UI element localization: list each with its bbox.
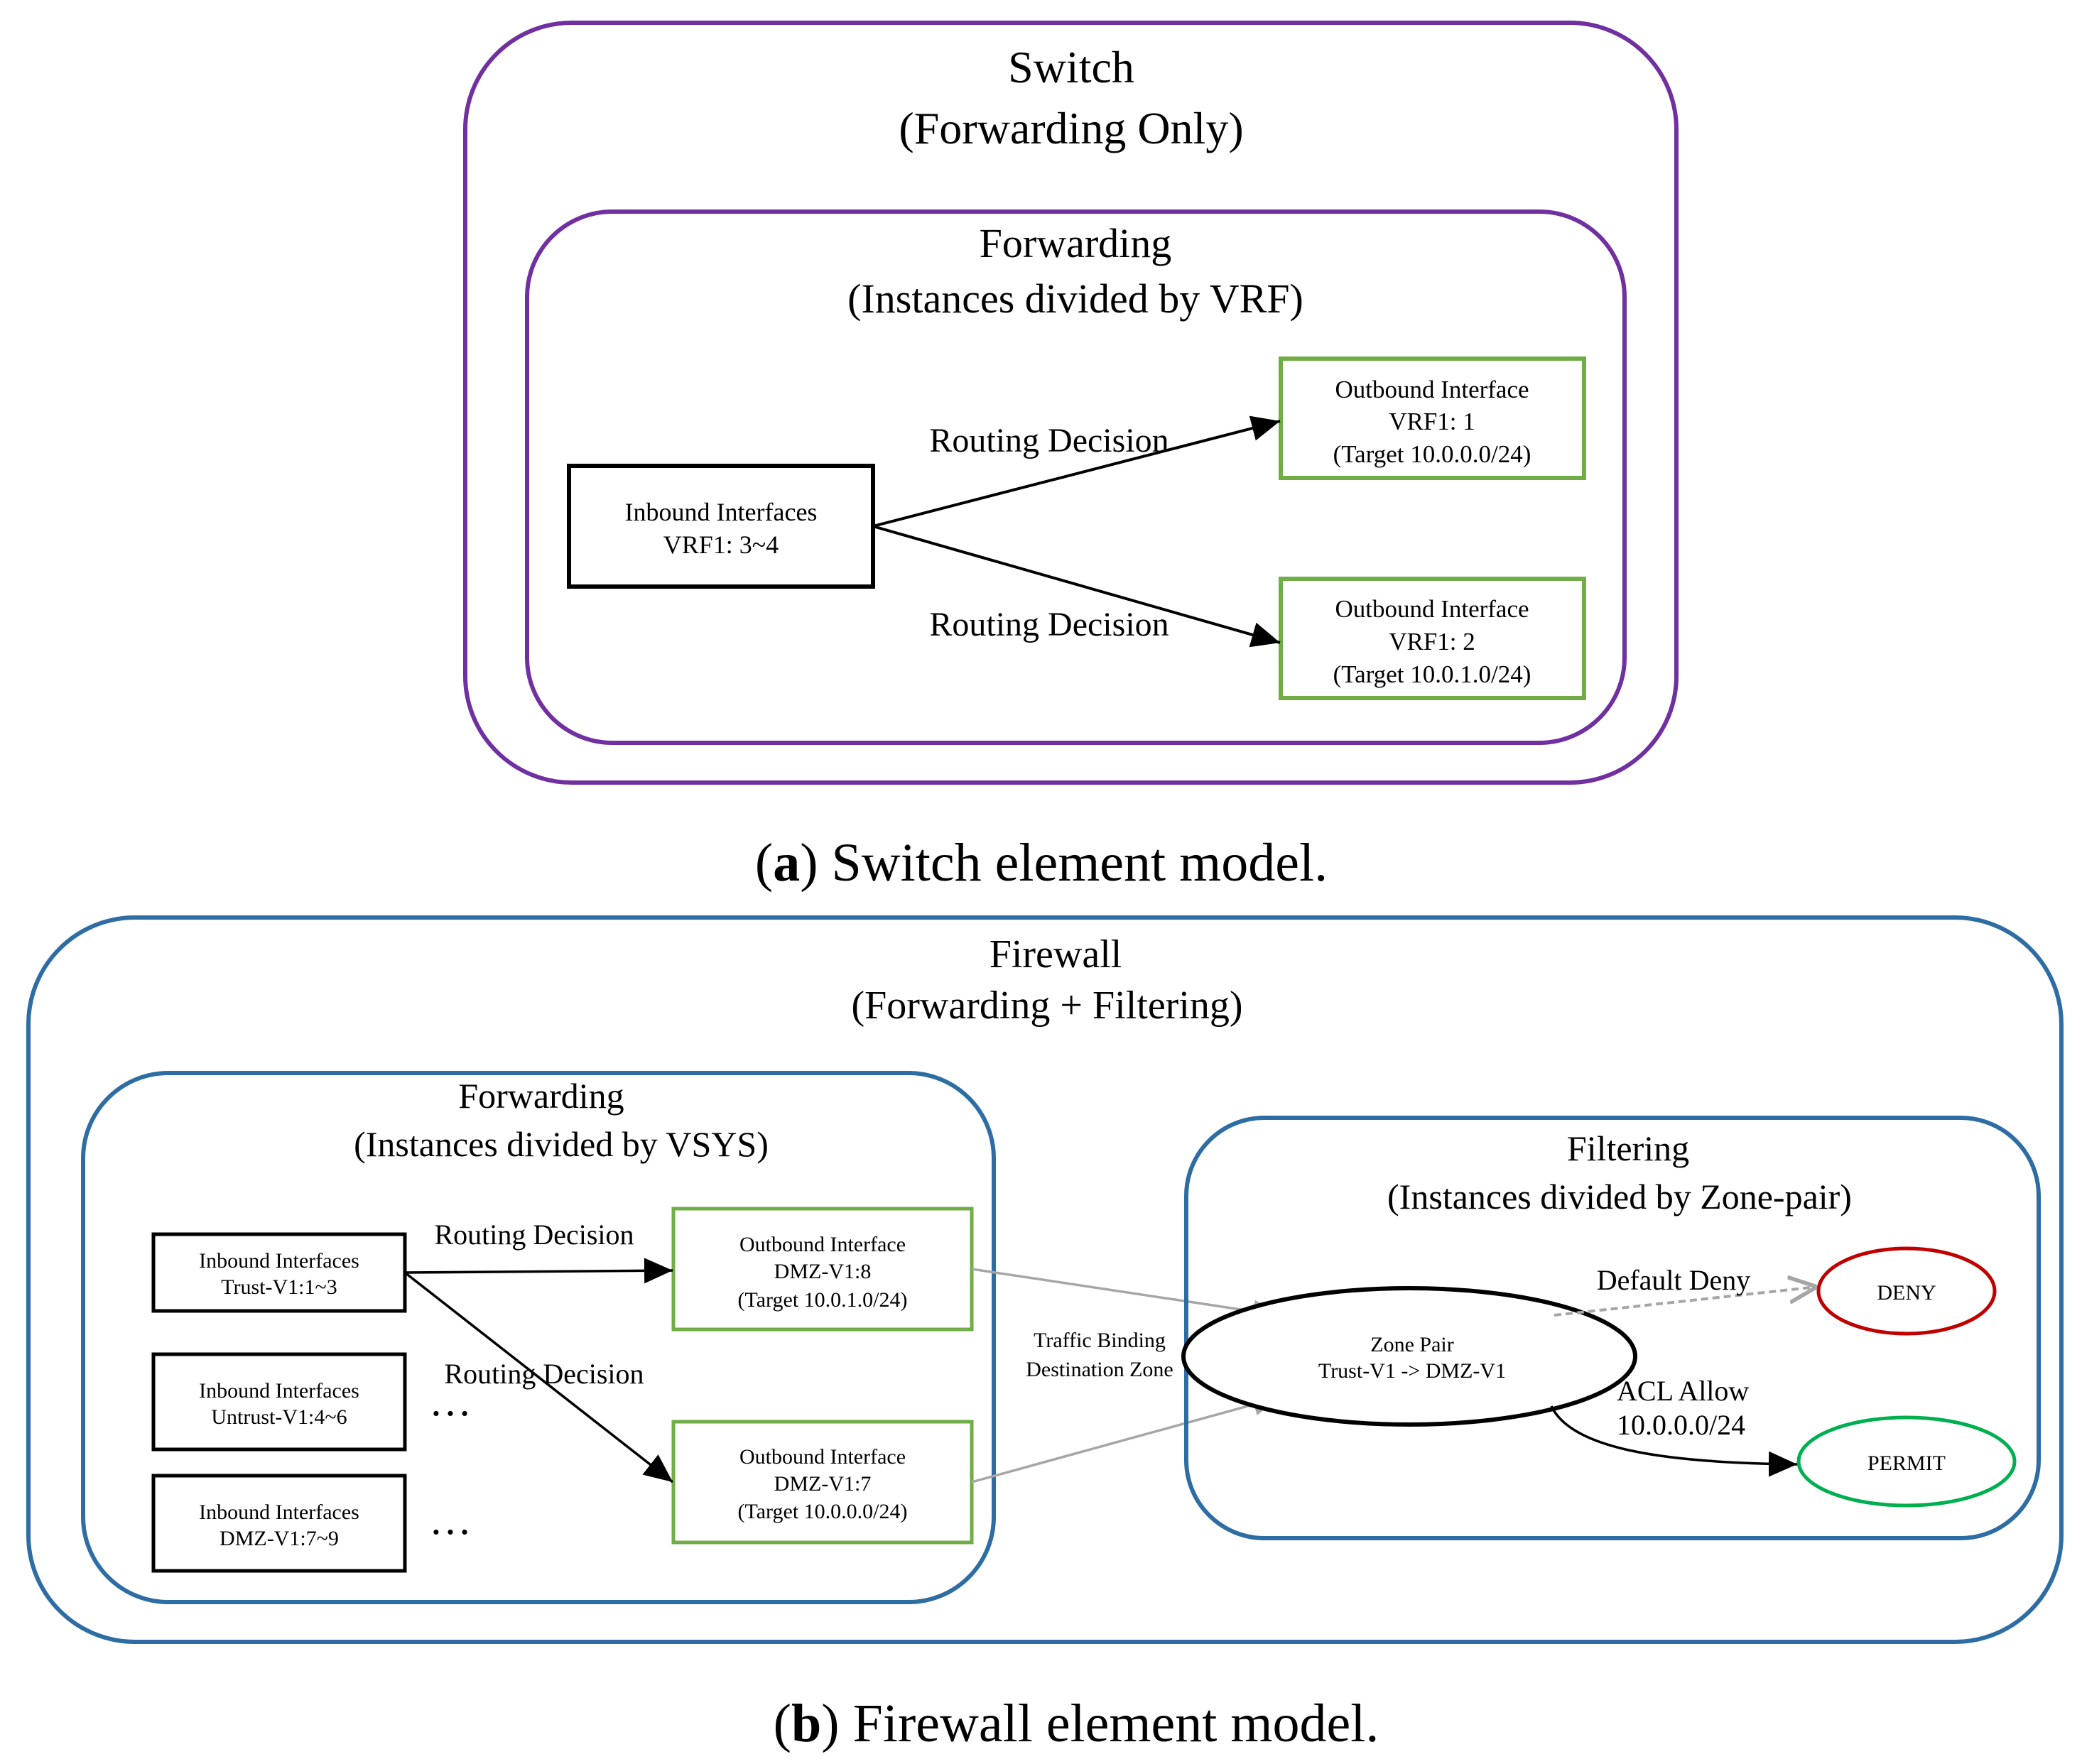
firewall-filtering-subtitle: (Instances divided by Zone-pair) (1387, 1177, 1852, 1216)
fw-outbound-2-zone: DMZ-V1:7 (774, 1472, 872, 1496)
firewall-subtitle: (Forwarding + Filtering) (851, 984, 1242, 1028)
switch-outbound-node-2 (1279, 577, 1586, 700)
fw-outbound-1-zone: DMZ-V1:8 (774, 1260, 872, 1283)
fw-outbound-node-1 (671, 1207, 974, 1332)
firewall-filtering-container (1184, 1116, 2041, 1540)
fw-outbound-node-2 (671, 1420, 974, 1545)
firewall-forwarding-title: Forwarding (458, 1076, 624, 1116)
switch-outbound-2-label: Outbound Interface (1335, 595, 1529, 623)
zone-pair-node (1181, 1286, 1637, 1427)
fw-binding-edge-1 (971, 1268, 1279, 1323)
switch-outbound-1-target: (Target 10.0.0.0/24) (1333, 440, 1531, 468)
switch-outbound-2-target: (Target 10.0.1.0/24) (1333, 660, 1531, 688)
firewall-forwarding-container (81, 1071, 996, 1604)
fw-inbound-2-label: Inbound Interfaces (199, 1379, 359, 1403)
zone-pair-label: Zone Pair (1370, 1333, 1453, 1356)
fw-routing-edge-1 (404, 1258, 673, 1284)
switch-outbound-1-label: Outbound Interface (1335, 376, 1529, 403)
acl-allow-label: ACL Allow (1617, 1375, 1749, 1407)
switch-routing-label-1: Routing Decision (929, 422, 1169, 459)
zone-pair-zones: Trust-V1 -> DMZ-V1 (1318, 1359, 1506, 1383)
fw-inbound-3-zone: DMZ-V1:7~9 (219, 1527, 339, 1550)
fw-ellipsis-2: … (429, 1496, 472, 1543)
fw-inbound-node-1 (151, 1232, 407, 1313)
fw-binding-label-2: Destination Zone (1026, 1358, 1173, 1381)
default-deny-label: Default Deny (1597, 1264, 1751, 1296)
firewall-filtering-title: Filtering (1567, 1128, 1689, 1168)
fw-outbound-2-target: (Target 10.0.0.0/24) (738, 1500, 908, 1523)
fw-routing-edge-2 (403, 1271, 674, 1483)
fw-outbound-1-target: (Target 10.0.1.0/24) (738, 1288, 908, 1312)
switch-routing-edge-2 (872, 525, 1281, 648)
fw-outbound-1-label: Outbound Interface (739, 1233, 906, 1256)
firewall-title: Firewall (990, 932, 1122, 976)
switch-inbound-node (567, 464, 875, 589)
acl-allow-edge (1550, 1405, 1798, 1477)
switch-forwarding-title: Forwarding (980, 220, 1172, 266)
fw-ellipsis-1: … (429, 1378, 472, 1425)
fw-inbound-1-label: Inbound Interfaces (199, 1249, 359, 1273)
fw-routing-label-1: Routing Decision (434, 1219, 634, 1251)
switch-inbound-vrf: VRF1: 3~4 (663, 530, 779, 559)
switch-routing-label-2: Routing Decision (929, 606, 1169, 643)
fw-inbound-node-2 (151, 1352, 407, 1452)
fw-inbound-3-label: Inbound Interfaces (199, 1501, 359, 1524)
fw-outbound-2-label: Outbound Interface (739, 1445, 906, 1469)
switch-routing-edge-1 (872, 415, 1281, 528)
default-deny-edge (1554, 1287, 1817, 1317)
switch-title: Switch (1008, 42, 1134, 92)
caption-b: (b) Firewall element model. (774, 1694, 1379, 1753)
fw-inbound-node-3 (151, 1474, 407, 1573)
switch-inbound-label: Inbound Interfaces (625, 498, 818, 526)
switch-container (463, 21, 1679, 785)
switch-outbound-1-vrf: VRF1: 1 (1389, 408, 1475, 435)
switch-outbound-2-vrf: VRF1: 2 (1389, 628, 1475, 655)
fw-inbound-2-zone: Untrust-V1:4~6 (211, 1405, 347, 1429)
acl-allow-subnet: 10.0.0.0/24 (1617, 1409, 1745, 1441)
switch-subtitle: (Forwarding Only) (899, 103, 1243, 153)
caption-a: (a) Switch element model. (755, 833, 1328, 893)
fw-binding-label-1: Traffic Binding (1034, 1329, 1166, 1352)
firewall-container (26, 915, 2064, 1644)
fw-routing-label-2: Routing Decision (444, 1358, 644, 1390)
firewall-forwarding-subtitle: (Instances divided by VSYS) (354, 1124, 769, 1164)
permit-node (1796, 1415, 2017, 1508)
permit-label: PERMIT (1867, 1452, 1946, 1475)
switch-forwarding-subtitle: (Instances divided by VRF) (847, 276, 1303, 322)
switch-outbound-node-1 (1279, 356, 1586, 480)
deny-label: DENY (1877, 1281, 1936, 1305)
fw-inbound-1-zone: Trust-V1:1~3 (221, 1275, 337, 1299)
switch-forwarding-container (525, 209, 1627, 745)
fw-binding-edge-2 (971, 1393, 1279, 1483)
